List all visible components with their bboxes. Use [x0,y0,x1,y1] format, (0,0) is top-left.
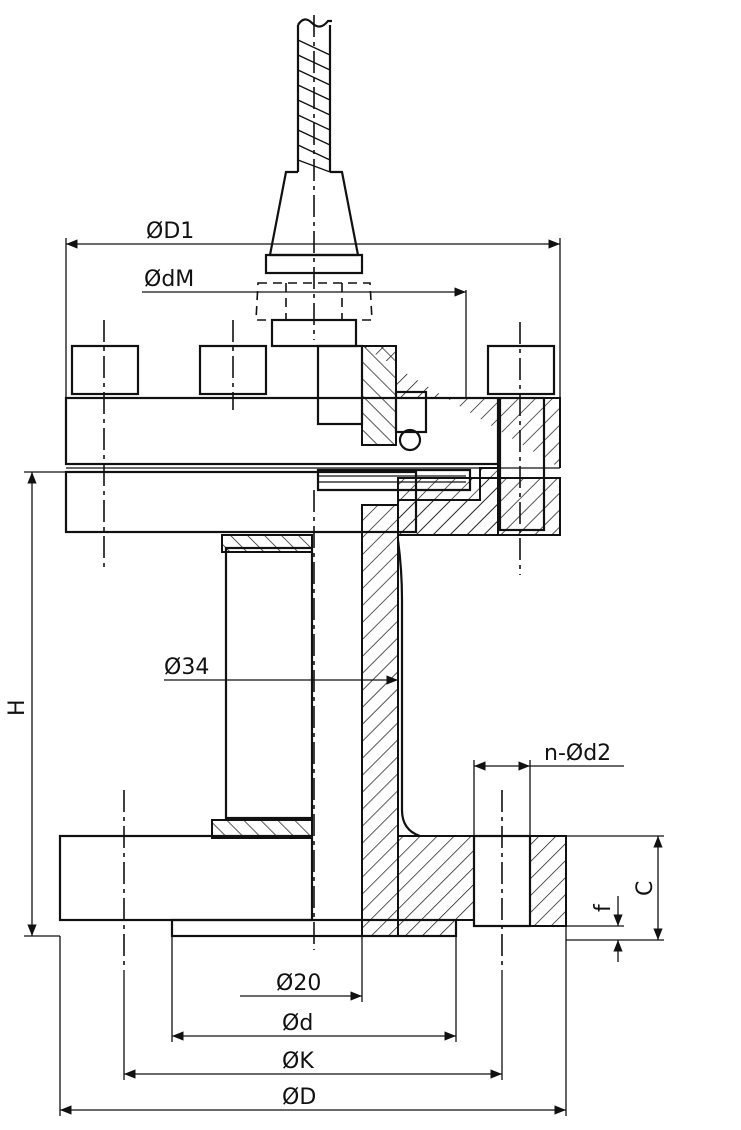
dimension-k-label: ØK [282,1049,314,1074]
dimension-f-label: f [591,903,616,912]
central-column [211,490,421,950]
top-assembly-section [316,344,561,536]
dimension-d [171,936,457,1042]
dimension-nd2 [473,760,624,836]
dimension-20 [240,936,363,1002]
dimension-d-label: Ød [282,1011,313,1036]
cable-gland [255,170,373,348]
dimension-h [24,471,66,937]
dimension-h-label: H [5,699,30,716]
cap-screw-left [70,320,140,570]
dimension-f [530,896,624,962]
cap-screw-middle [198,320,268,410]
dimension-20-label: Ø20 [276,971,321,996]
dimension-c-label: C [633,881,658,896]
dimension-d1-label: ØD1 [146,219,194,244]
cable [296,15,332,340]
dimension-34-label: Ø34 [164,655,209,680]
dimension-od [59,926,567,1116]
dimension-k [123,970,503,1080]
dimension-d1 [65,238,561,398]
dimension-nd2-label: n-Ød2 [544,741,611,766]
dimension-dm [142,287,467,398]
dimension-dm-label: ØdM [144,267,194,292]
bottom-flange [58,790,567,970]
dimension-od-label: ØD [282,1085,316,1110]
